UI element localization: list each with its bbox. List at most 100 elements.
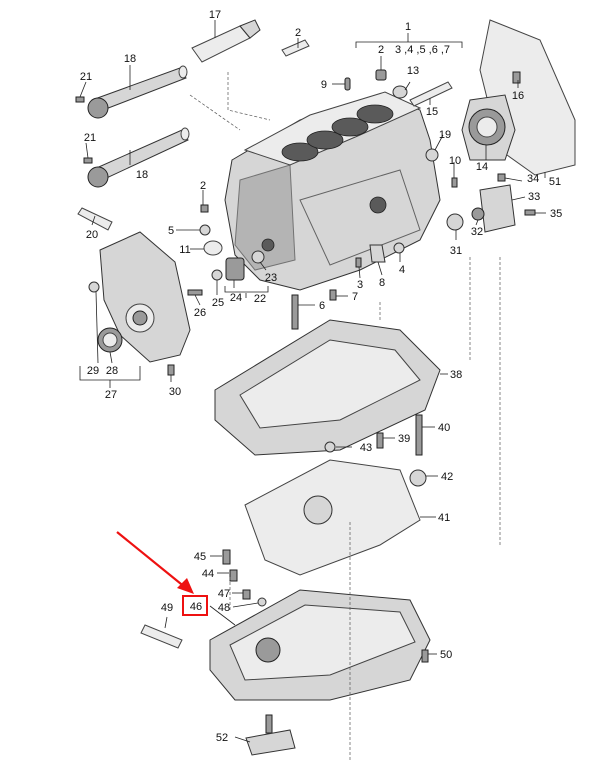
label-38: 38 [450,369,462,381]
label-9: 9 [321,79,327,91]
part-19-plug [425,148,439,162]
label-49: 49 [161,602,173,614]
label-42: 42 [441,471,453,483]
highlight-box [182,595,208,616]
part-12-tube [281,39,310,57]
label-32: 32 [471,226,483,238]
label-46: 46 [190,601,202,613]
label-23: 23 [265,272,277,284]
part-39 [376,432,384,449]
part-25 [211,269,223,281]
part-31 [446,213,464,231]
part-44 [229,569,238,582]
label-11: 11 [179,244,190,256]
part-43 [324,441,336,453]
part-14-housing [461,94,516,161]
label-28: 28 [106,365,118,377]
label-10: 10 [449,155,461,167]
label-43: 43 [360,442,372,454]
label-47: 47 [218,588,230,600]
label-13: 13 [407,65,419,77]
label-24: 24 [230,292,242,304]
label-44: 44 [202,568,214,580]
label-4: 4 [399,264,405,276]
label-7: 7 [352,291,358,303]
label-25: 25 [212,297,224,309]
label-21-lower: 21 [84,132,96,144]
part-2-mid [200,204,209,213]
part-29-plug [88,281,100,293]
part-9 [344,77,351,91]
label-1: 1 [405,21,411,33]
label-21-upper: 21 [80,71,92,83]
label-20: 20 [86,229,98,241]
part-33-pump [479,184,516,233]
cylinder-block [224,91,441,291]
highlight-arrow [116,531,187,589]
label-12: 2 [295,27,301,39]
label-48: 48 [218,602,230,614]
label-34: 34 [527,173,539,185]
label-3: 3 [357,279,363,291]
label-3-7: 3 ,4 ,5 ,6 ,7 [395,44,450,56]
part-28-seal [97,327,123,353]
label-19: 19 [439,129,451,141]
part-4 [393,242,405,254]
part-3 [355,257,362,268]
part-18-lower [87,127,190,188]
label-22: 22 [254,293,266,305]
part-42 [409,469,427,487]
part-labels: 1 2 3 ,4 ,5 ,6 ,7 17 2 9 13 15 18 18 21 … [80,9,562,744]
front-cover [99,231,191,363]
part-26 [187,289,203,296]
part-23 [251,250,265,264]
label-40: 40 [438,422,450,434]
part-49-tube [140,624,183,649]
part-35 [524,209,536,216]
label-14: 14 [476,161,488,173]
label-26: 26 [194,307,206,319]
part-47 [242,589,251,600]
label-30: 30 [169,386,181,398]
label-6: 6 [319,300,325,312]
part-32 [471,207,485,221]
highlight-callout [116,531,208,616]
label-18-upper: 18 [124,53,136,65]
label-51: 51 [549,176,561,188]
part-6-bolt [291,294,299,330]
part-15 [409,81,453,107]
label-41: 41 [438,512,450,524]
bracket-1 [355,33,463,48]
part-52-sensor [245,714,296,756]
label-33: 33 [528,191,540,203]
label-18-lower: 18 [136,169,148,181]
part-20-tube [77,207,113,231]
label-15: 15 [426,106,438,118]
part-24-gear [225,257,245,281]
label-16: 16 [512,90,524,102]
leader-lines [79,20,546,743]
highlight-arrowhead [177,578,194,594]
label-35: 35 [550,208,562,220]
label-27: 27 [105,389,117,401]
label-31: 31 [450,245,462,257]
label-5: 5 [168,225,174,237]
part-38-bedplate [214,319,441,456]
part-46-oil-pan [209,589,431,701]
part-18-upper [87,65,188,119]
label-45: 45 [194,551,206,563]
part-41-baffle [244,459,421,576]
label-52: 52 [216,732,228,744]
assembly-lines [189,72,501,760]
part-50 [421,649,429,663]
label-39: 39 [398,433,410,445]
part-2-top [375,69,387,81]
part-7 [329,289,337,301]
label-17: 17 [209,9,221,21]
part-11 [203,240,223,256]
part-40 [415,414,423,456]
part-17-tube [191,19,261,63]
part-16-bolt [512,71,521,84]
part-34 [497,173,506,182]
